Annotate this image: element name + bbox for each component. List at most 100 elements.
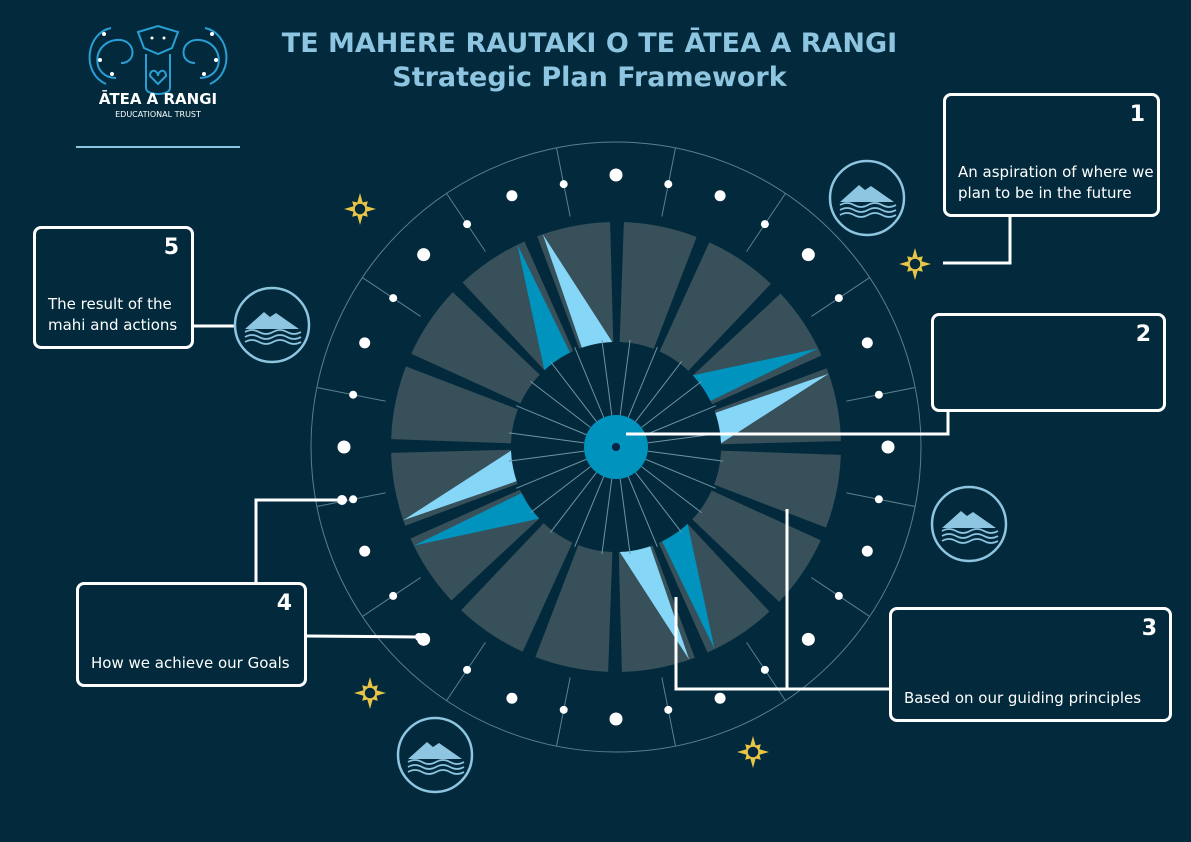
connector-lines xyxy=(193,216,1012,691)
step-box-2: 2 xyxy=(931,313,1166,412)
spoke xyxy=(574,347,605,418)
ring-dot xyxy=(874,495,883,504)
logo-tagline: EDUCATIONAL TRUST xyxy=(115,110,201,119)
spoke xyxy=(627,347,658,418)
connector-end-dot xyxy=(415,633,423,641)
blue-triangle xyxy=(403,450,517,521)
blue-triangle xyxy=(517,244,570,371)
wave-line xyxy=(407,769,465,775)
spoke xyxy=(645,458,716,489)
step-number: 4 xyxy=(276,591,292,616)
icon-circle xyxy=(930,485,1008,563)
ring-dot xyxy=(664,180,673,189)
ring-dot xyxy=(881,440,895,454)
sun-core xyxy=(908,257,922,271)
blue-triangle xyxy=(619,546,690,660)
spoke xyxy=(641,466,702,514)
wave-line xyxy=(839,202,897,208)
mountain-shape xyxy=(840,185,894,202)
ring-dot xyxy=(801,632,815,646)
step-text: The result of the mahi and actions xyxy=(48,295,178,334)
spoke xyxy=(530,466,591,514)
blue-triangle xyxy=(413,493,540,546)
sun-core xyxy=(746,745,760,759)
spoke xyxy=(635,472,683,533)
ring-dot xyxy=(417,248,431,262)
wave-line xyxy=(941,538,999,544)
ring-dot xyxy=(337,440,351,454)
icon-circle xyxy=(396,716,474,794)
connector-3a xyxy=(674,597,889,691)
ring-dot xyxy=(389,294,398,303)
grey-segment xyxy=(535,545,613,672)
connector-4b xyxy=(305,634,420,639)
spoke xyxy=(601,478,613,555)
wave-line xyxy=(407,759,465,765)
spoke xyxy=(627,476,658,547)
blue-triangle xyxy=(692,348,819,401)
mountain-water-icon xyxy=(233,286,311,364)
ring-dot xyxy=(874,390,883,399)
ring-dot xyxy=(463,665,472,674)
wave-line xyxy=(244,334,302,340)
sun-star-icon xyxy=(737,736,769,768)
ring-dot xyxy=(609,168,623,182)
ring-dot xyxy=(834,591,843,600)
ring-dot xyxy=(389,591,398,600)
sun-star-icon xyxy=(899,248,931,280)
step-box-5: 5 The result of the mahi and actions xyxy=(33,226,194,349)
wheel xyxy=(310,141,922,753)
step-text: An aspiration of where we plan to be in … xyxy=(958,163,1154,202)
spoke xyxy=(508,432,585,444)
step-number: 5 xyxy=(163,235,179,260)
sun-star-icon xyxy=(344,193,376,225)
mountain-water-icon xyxy=(828,159,906,237)
connector-4a xyxy=(254,498,342,583)
ring-dot xyxy=(714,692,726,704)
grey-segment xyxy=(714,450,841,528)
ring-dot xyxy=(349,390,358,399)
sun-star-icon xyxy=(354,677,386,709)
icon-circle xyxy=(828,159,906,237)
wave-line xyxy=(244,329,302,335)
ring-dot xyxy=(349,495,358,504)
ring-dot xyxy=(861,545,873,557)
step-box-3: 3 Based on our guiding principles xyxy=(889,607,1172,722)
spoke xyxy=(619,478,631,555)
blue-triangle xyxy=(542,234,613,348)
mountain-shape xyxy=(942,511,996,528)
ring-dot xyxy=(861,337,873,349)
step-box-4: 4 How we achieve our Goals xyxy=(76,582,307,687)
logo: ĀTEA A RANGI EDUCATIONAL TRUST xyxy=(76,18,240,150)
step-text: How we achieve our Goals xyxy=(91,654,290,672)
wave-line xyxy=(941,528,999,534)
spoke xyxy=(647,450,724,462)
page-title: TE MAHERE RAUTAKI O TE ĀTEA A RANGI xyxy=(281,28,898,59)
ring-dot xyxy=(801,248,815,262)
spoke xyxy=(635,361,683,422)
sun-core xyxy=(363,686,377,700)
spoke xyxy=(508,450,585,462)
spoke xyxy=(516,458,587,489)
spoke xyxy=(641,380,702,428)
ring-dot xyxy=(760,220,769,229)
grey-segment xyxy=(659,242,771,371)
grey-segment xyxy=(391,366,518,444)
ring-dot xyxy=(463,220,472,229)
wave-line xyxy=(941,533,999,539)
step-text: Based on our guiding principles xyxy=(904,689,1142,707)
page-subtitle: Strategic Plan Framework xyxy=(392,62,787,93)
grey-segment xyxy=(411,292,540,404)
grey-segment xyxy=(461,523,573,652)
connector-end-dot xyxy=(337,495,347,505)
spoke xyxy=(574,476,605,547)
step-number: 1 xyxy=(1129,102,1145,127)
ring-dot xyxy=(359,545,371,557)
mountain-shape xyxy=(245,312,299,329)
icon-circle xyxy=(233,286,311,364)
center-dot xyxy=(612,443,620,451)
wave-line xyxy=(839,212,897,218)
grey-segment xyxy=(692,490,821,602)
ring-dot xyxy=(559,180,568,189)
